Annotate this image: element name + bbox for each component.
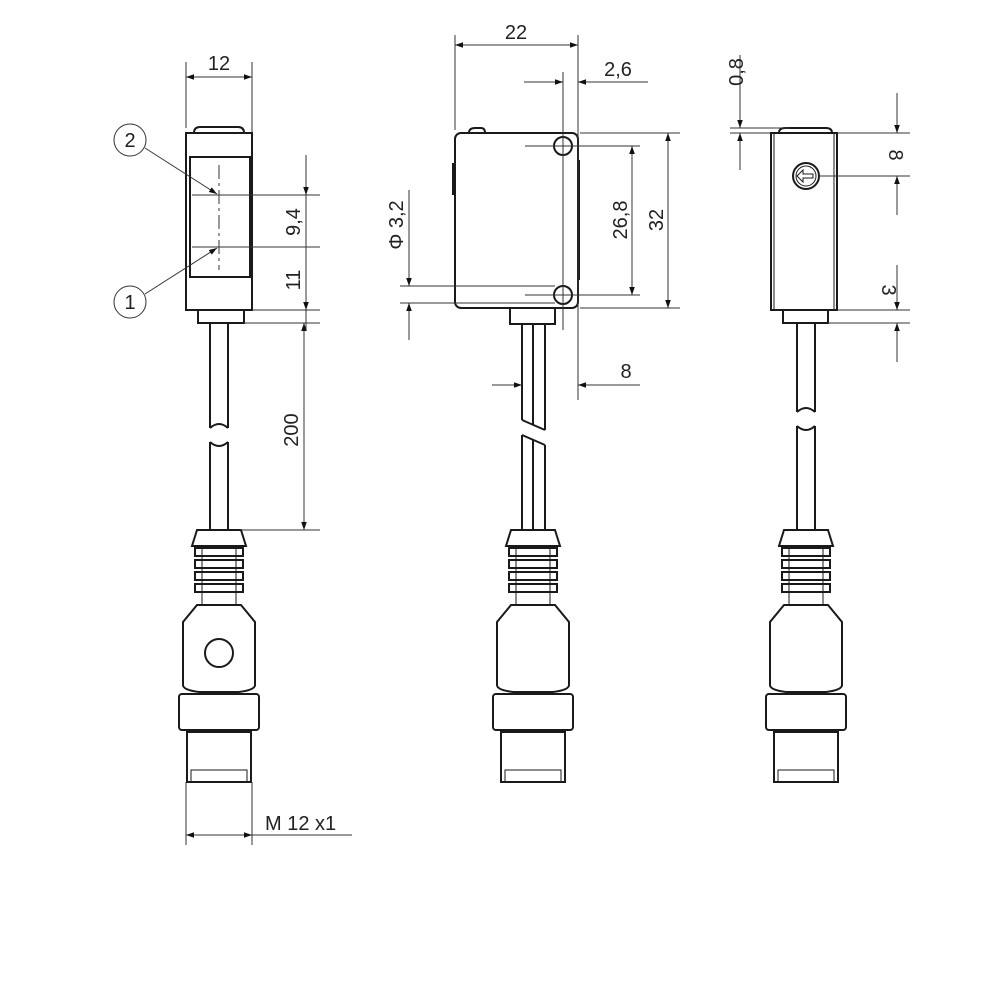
callout-2 (113, 123, 147, 157)
optic-window (189, 156, 251, 278)
dim-thread-label: M 12 x1 (265, 813, 336, 835)
dim-neck-label: 3 (877, 284, 899, 295)
side-view: 22 2,6 26,8 32 Φ 3,2 8 (386, 22, 680, 783)
dim-hole-offset-label: 2,6 (604, 59, 632, 81)
m12-connector (492, 529, 574, 783)
dim-hole-spacing-label: 26,8 (610, 201, 632, 240)
m12-connector (178, 529, 260, 783)
dim-dial-position-label: 8 (884, 149, 906, 160)
dim-axis-spacing-label: 9,4 (283, 208, 305, 236)
dim-width-label: 12 (208, 53, 230, 75)
back-view: 0,8 8 3 (726, 55, 910, 783)
sensor-top-cap (193, 126, 245, 134)
dim-top-cap-label: 0,8 (726, 58, 748, 86)
dim-hole-diameter-label: Φ 3,2 (386, 200, 408, 249)
dim-width-label: 22 (505, 22, 527, 44)
dim-axis-bottom-label: 11 (283, 270, 305, 291)
dim-cable-offset-label: 8 (620, 361, 631, 383)
connector-locking-hole (204, 638, 234, 668)
front-view: 12 9,4 11 200 M 12 x1 2 1 (113, 53, 352, 845)
dim-cable-length-label: 200 (281, 413, 303, 446)
sensor-body (770, 132, 838, 311)
dim-height-label: 32 (646, 209, 668, 231)
m12-connector (765, 529, 847, 783)
callout-1-label: 1 (124, 292, 135, 314)
callout-1 (113, 285, 147, 319)
cable-neck (197, 309, 245, 324)
callout-2-label: 2 (124, 130, 135, 152)
sensor-housing (454, 132, 579, 309)
